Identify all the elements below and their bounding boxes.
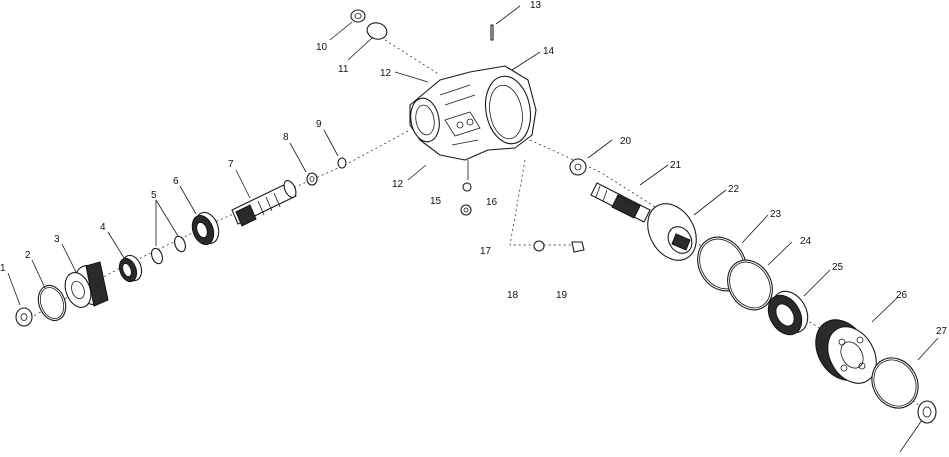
callout-9: 9 [316,119,322,130]
callout-14: 14 [543,46,555,57]
part-26-end-cover [815,319,877,384]
callout-7: 7 [228,159,234,170]
part-20-seal [569,158,587,176]
part-5-snap-rings [151,235,186,265]
callout-6: 6 [173,176,179,187]
callout-12-bottom: 12 [392,179,404,190]
part-10-seal [350,9,366,23]
callout-17: 17 [480,246,492,257]
part-14-gear-case [409,65,537,161]
assembly-axis-lines [29,39,926,411]
part-2-o-ring [37,284,67,322]
callout-19: 19 [556,290,568,301]
callout-8: 8 [283,132,289,143]
callout-10: 10 [316,42,328,53]
callout-3: 3 [54,234,60,245]
callout-16: 16 [486,197,498,208]
part-4-bearing [118,254,143,283]
part-17-plug [460,204,472,216]
callout-12-top: 12 [380,68,392,79]
part-24-o-ring [727,259,773,311]
part-25-bearing [767,290,809,336]
callout-1: 1 [0,263,6,274]
callout-26: 26 [896,290,908,301]
callout-22: 22 [728,184,740,195]
callout-24: 24 [800,236,812,247]
callout-20: 20 [620,136,632,147]
callout-25: 25 [832,262,844,273]
part-19-fitting [571,241,585,253]
callout-18: 18 [507,290,519,301]
callout-21: 21 [670,160,682,171]
leader-lines [7,5,939,453]
callout-13: 13 [530,0,542,11]
callout-5: 5 [151,190,157,201]
part-8-nut [306,172,318,186]
callout-15: 15 [430,196,442,207]
part-18-nut [533,240,545,252]
part-7-shaft [231,180,297,227]
part-6-bearing [191,211,220,246]
part-9-washer [337,157,347,169]
callout-23: 23 [770,209,782,220]
part-16-screw [462,182,472,192]
part-13-pin [490,24,494,41]
part-27-o-ring [871,357,937,424]
part-21-shaft [590,182,651,223]
callout-11: 11 [338,64,349,75]
callout-27: 27 [936,326,948,337]
callout-4: 4 [100,222,106,233]
callout-2: 2 [25,250,31,261]
part-1-washer [15,307,33,327]
callout-labels: 1 2 3 4 5 6 7 8 9 10 11 12 12 13 14 15 1… [0,0,948,337]
part-3-end-cap [64,261,109,308]
part-11-o-ring [366,22,388,40]
part-22-gear [647,203,697,261]
